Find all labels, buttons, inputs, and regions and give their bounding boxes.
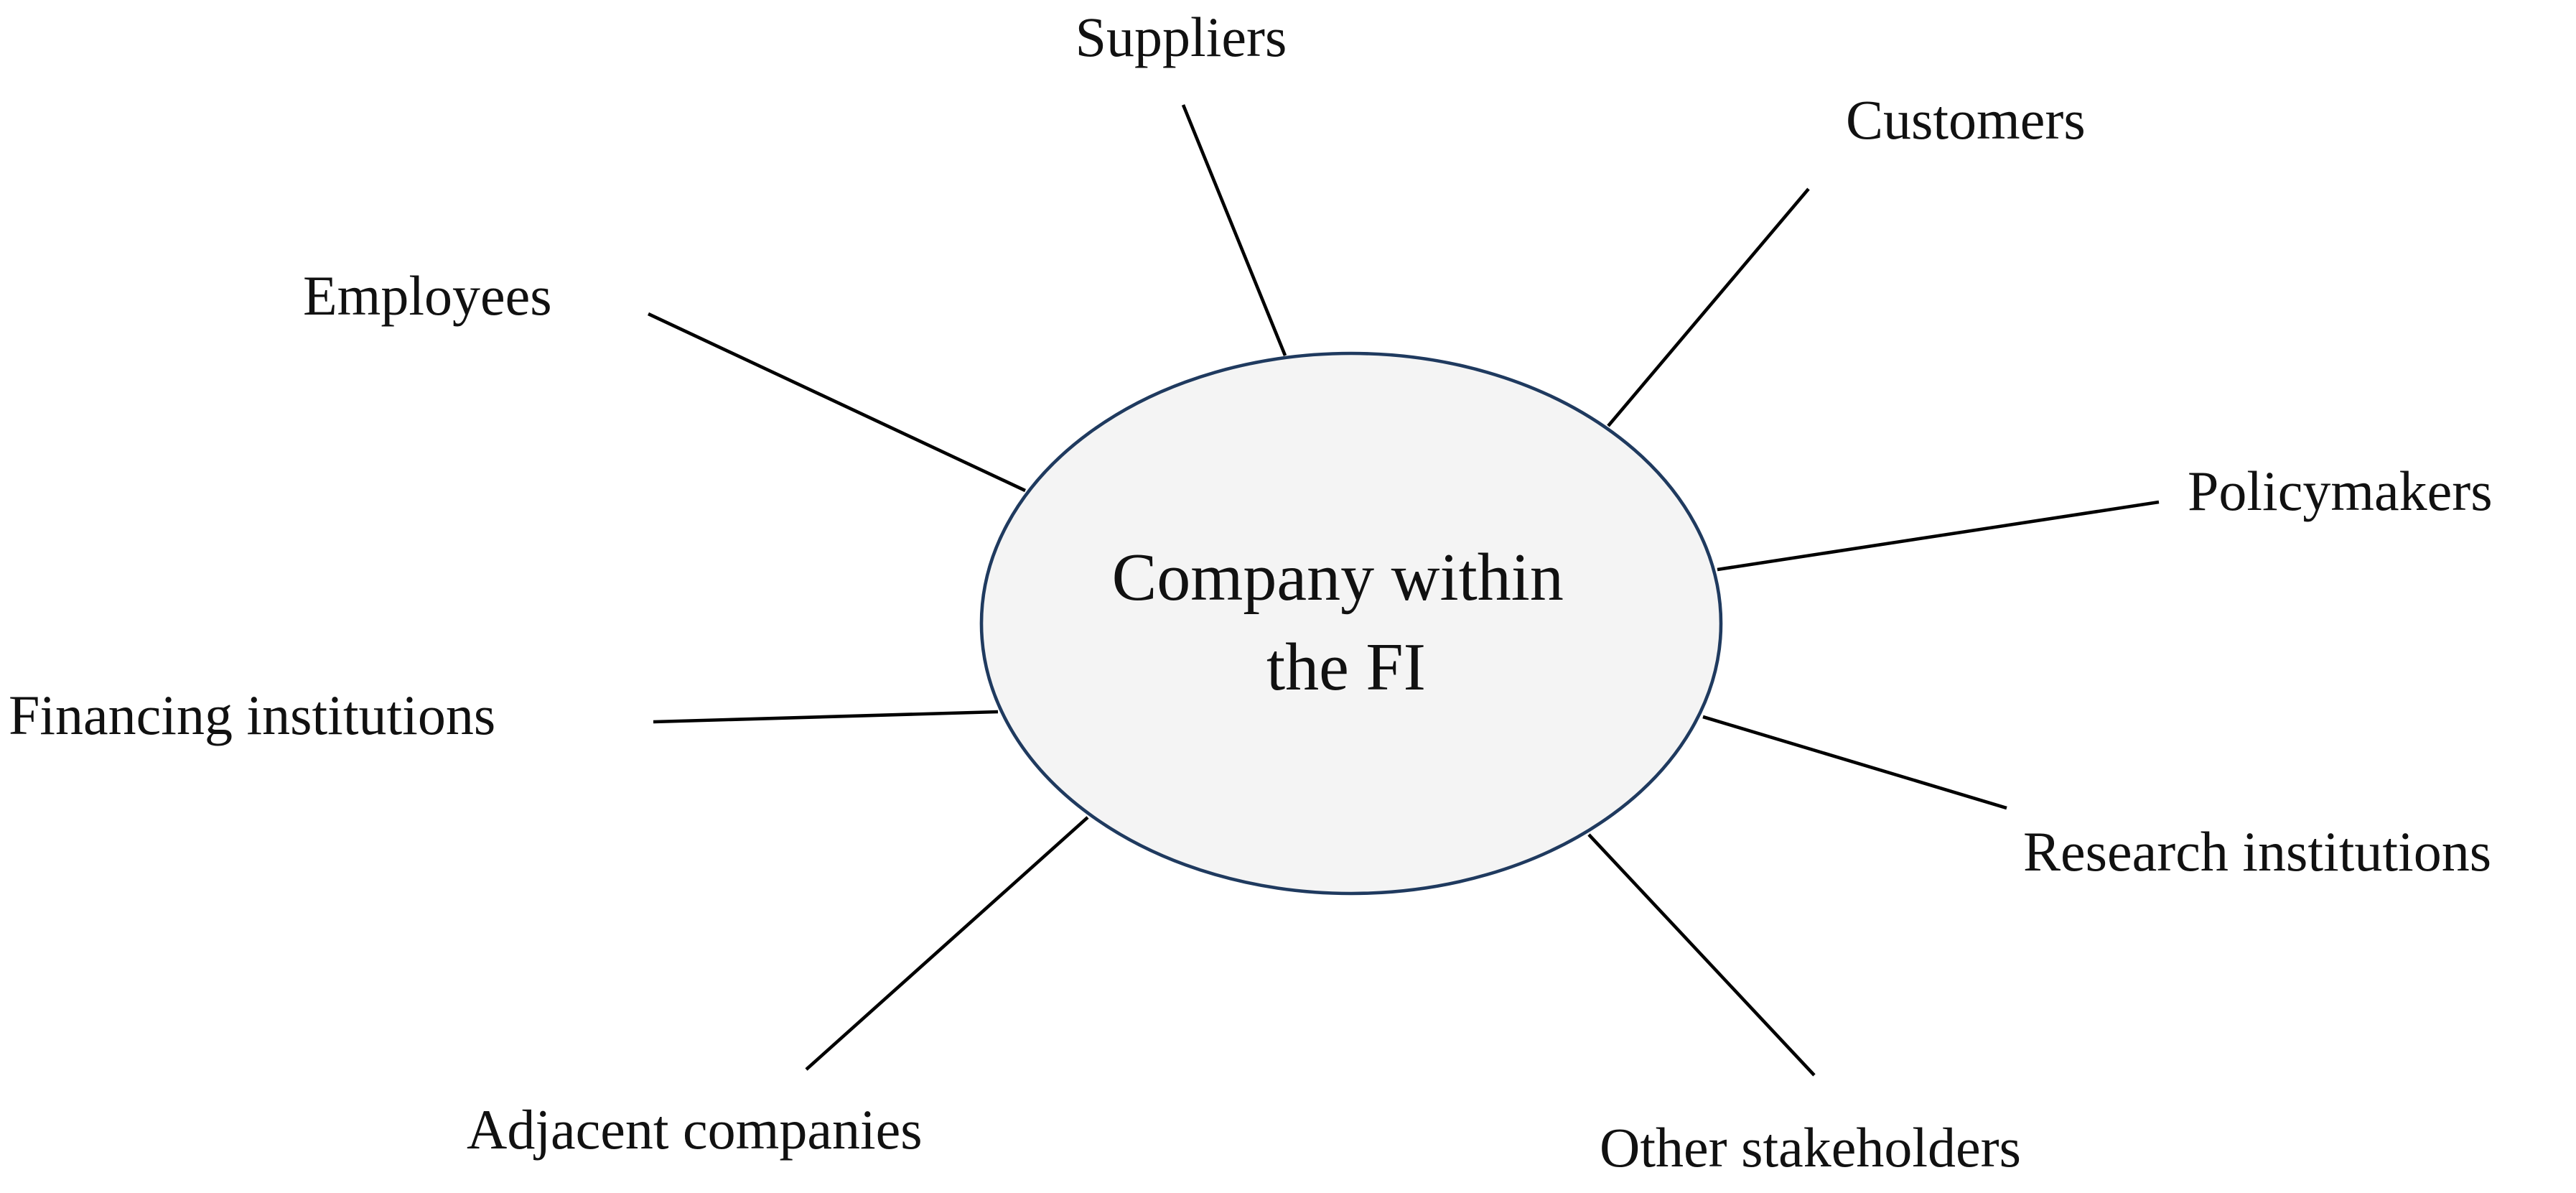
spoke-suppliers: [1181, 104, 1287, 356]
spoke-customers: [1607, 187, 1810, 427]
label-customers: Customers: [1846, 88, 2086, 151]
label-policymakers: Policymakers: [2188, 460, 2493, 522]
label-financing-institutions: Financing institutions: [9, 684, 495, 746]
spoke-policymakers: [1717, 500, 2160, 572]
center-ellipse: [979, 351, 1723, 896]
center-label-line-1: Company within: [1112, 540, 1564, 615]
spoke-other-stakeholders: [1587, 833, 1816, 1077]
label-other-stakeholders: Other stakeholders: [1600, 1116, 2021, 1179]
center-label: Company within the FI: [1112, 540, 1581, 705]
label-suppliers: Suppliers: [1075, 6, 1287, 68]
spoke-employees: [648, 312, 1026, 493]
spoke-adjacent-companies: [805, 816, 1089, 1071]
center-label-line-2: the FI: [1266, 630, 1426, 705]
spoke-research-institutions: [1702, 715, 2007, 810]
label-adjacent-companies: Adjacent companies: [467, 1098, 923, 1161]
label-employees: Employees: [303, 264, 552, 327]
spoke-financing-institutions: [653, 710, 999, 724]
label-research-institutions: Research institutions: [2023, 820, 2491, 883]
